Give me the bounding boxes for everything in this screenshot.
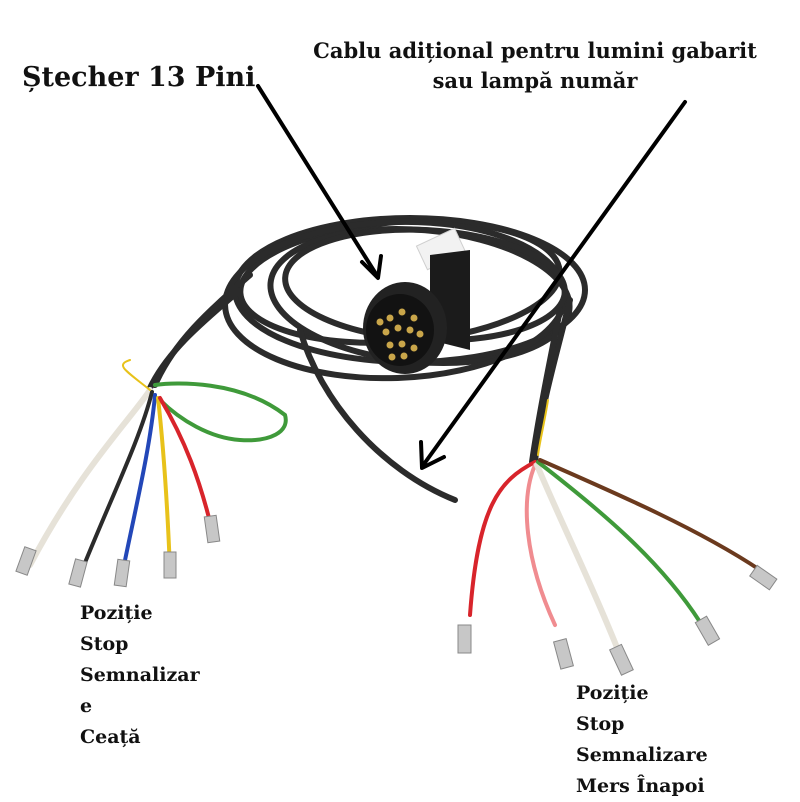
right-function-item: Semnalizare: [576, 744, 708, 766]
extra-cable-label-line1: Cablu adițional pentru lumini gabarit: [313, 38, 757, 63]
arrow-to-extra-cable: [419, 100, 687, 470]
right-function-item: Poziție: [576, 682, 649, 704]
left-terminals: [15, 514, 221, 588]
left-function-item: Poziție: [80, 602, 153, 624]
left-function-list: Poziție Stop Semnalizare Ceață: [80, 598, 208, 753]
extra-cable-label-line2: sau lampă număr: [432, 68, 638, 93]
left-function-item: Stop: [80, 633, 129, 655]
left-wire-bundle: [27, 359, 288, 577]
right-function-item: Mers Înapoi: [576, 775, 705, 797]
right-function-item: Stop: [576, 713, 625, 735]
plug-13-pin: [363, 250, 470, 374]
extra-cable-label: Cablu adițional pentru lumini gabarit sa…: [300, 36, 770, 96]
arrow-to-plug: [256, 84, 383, 280]
right-wire-bundle: [468, 399, 762, 653]
plug-label: Ștecher 13 Pini: [22, 62, 256, 93]
right-terminals: [457, 564, 778, 676]
coiled-cable: [147, 215, 588, 503]
left-function-item: Semnalizare: [80, 664, 200, 717]
right-function-list: Poziție Stop Semnalizare Mers Înapoi: [576, 678, 786, 802]
left-function-item: Ceață: [80, 726, 141, 748]
